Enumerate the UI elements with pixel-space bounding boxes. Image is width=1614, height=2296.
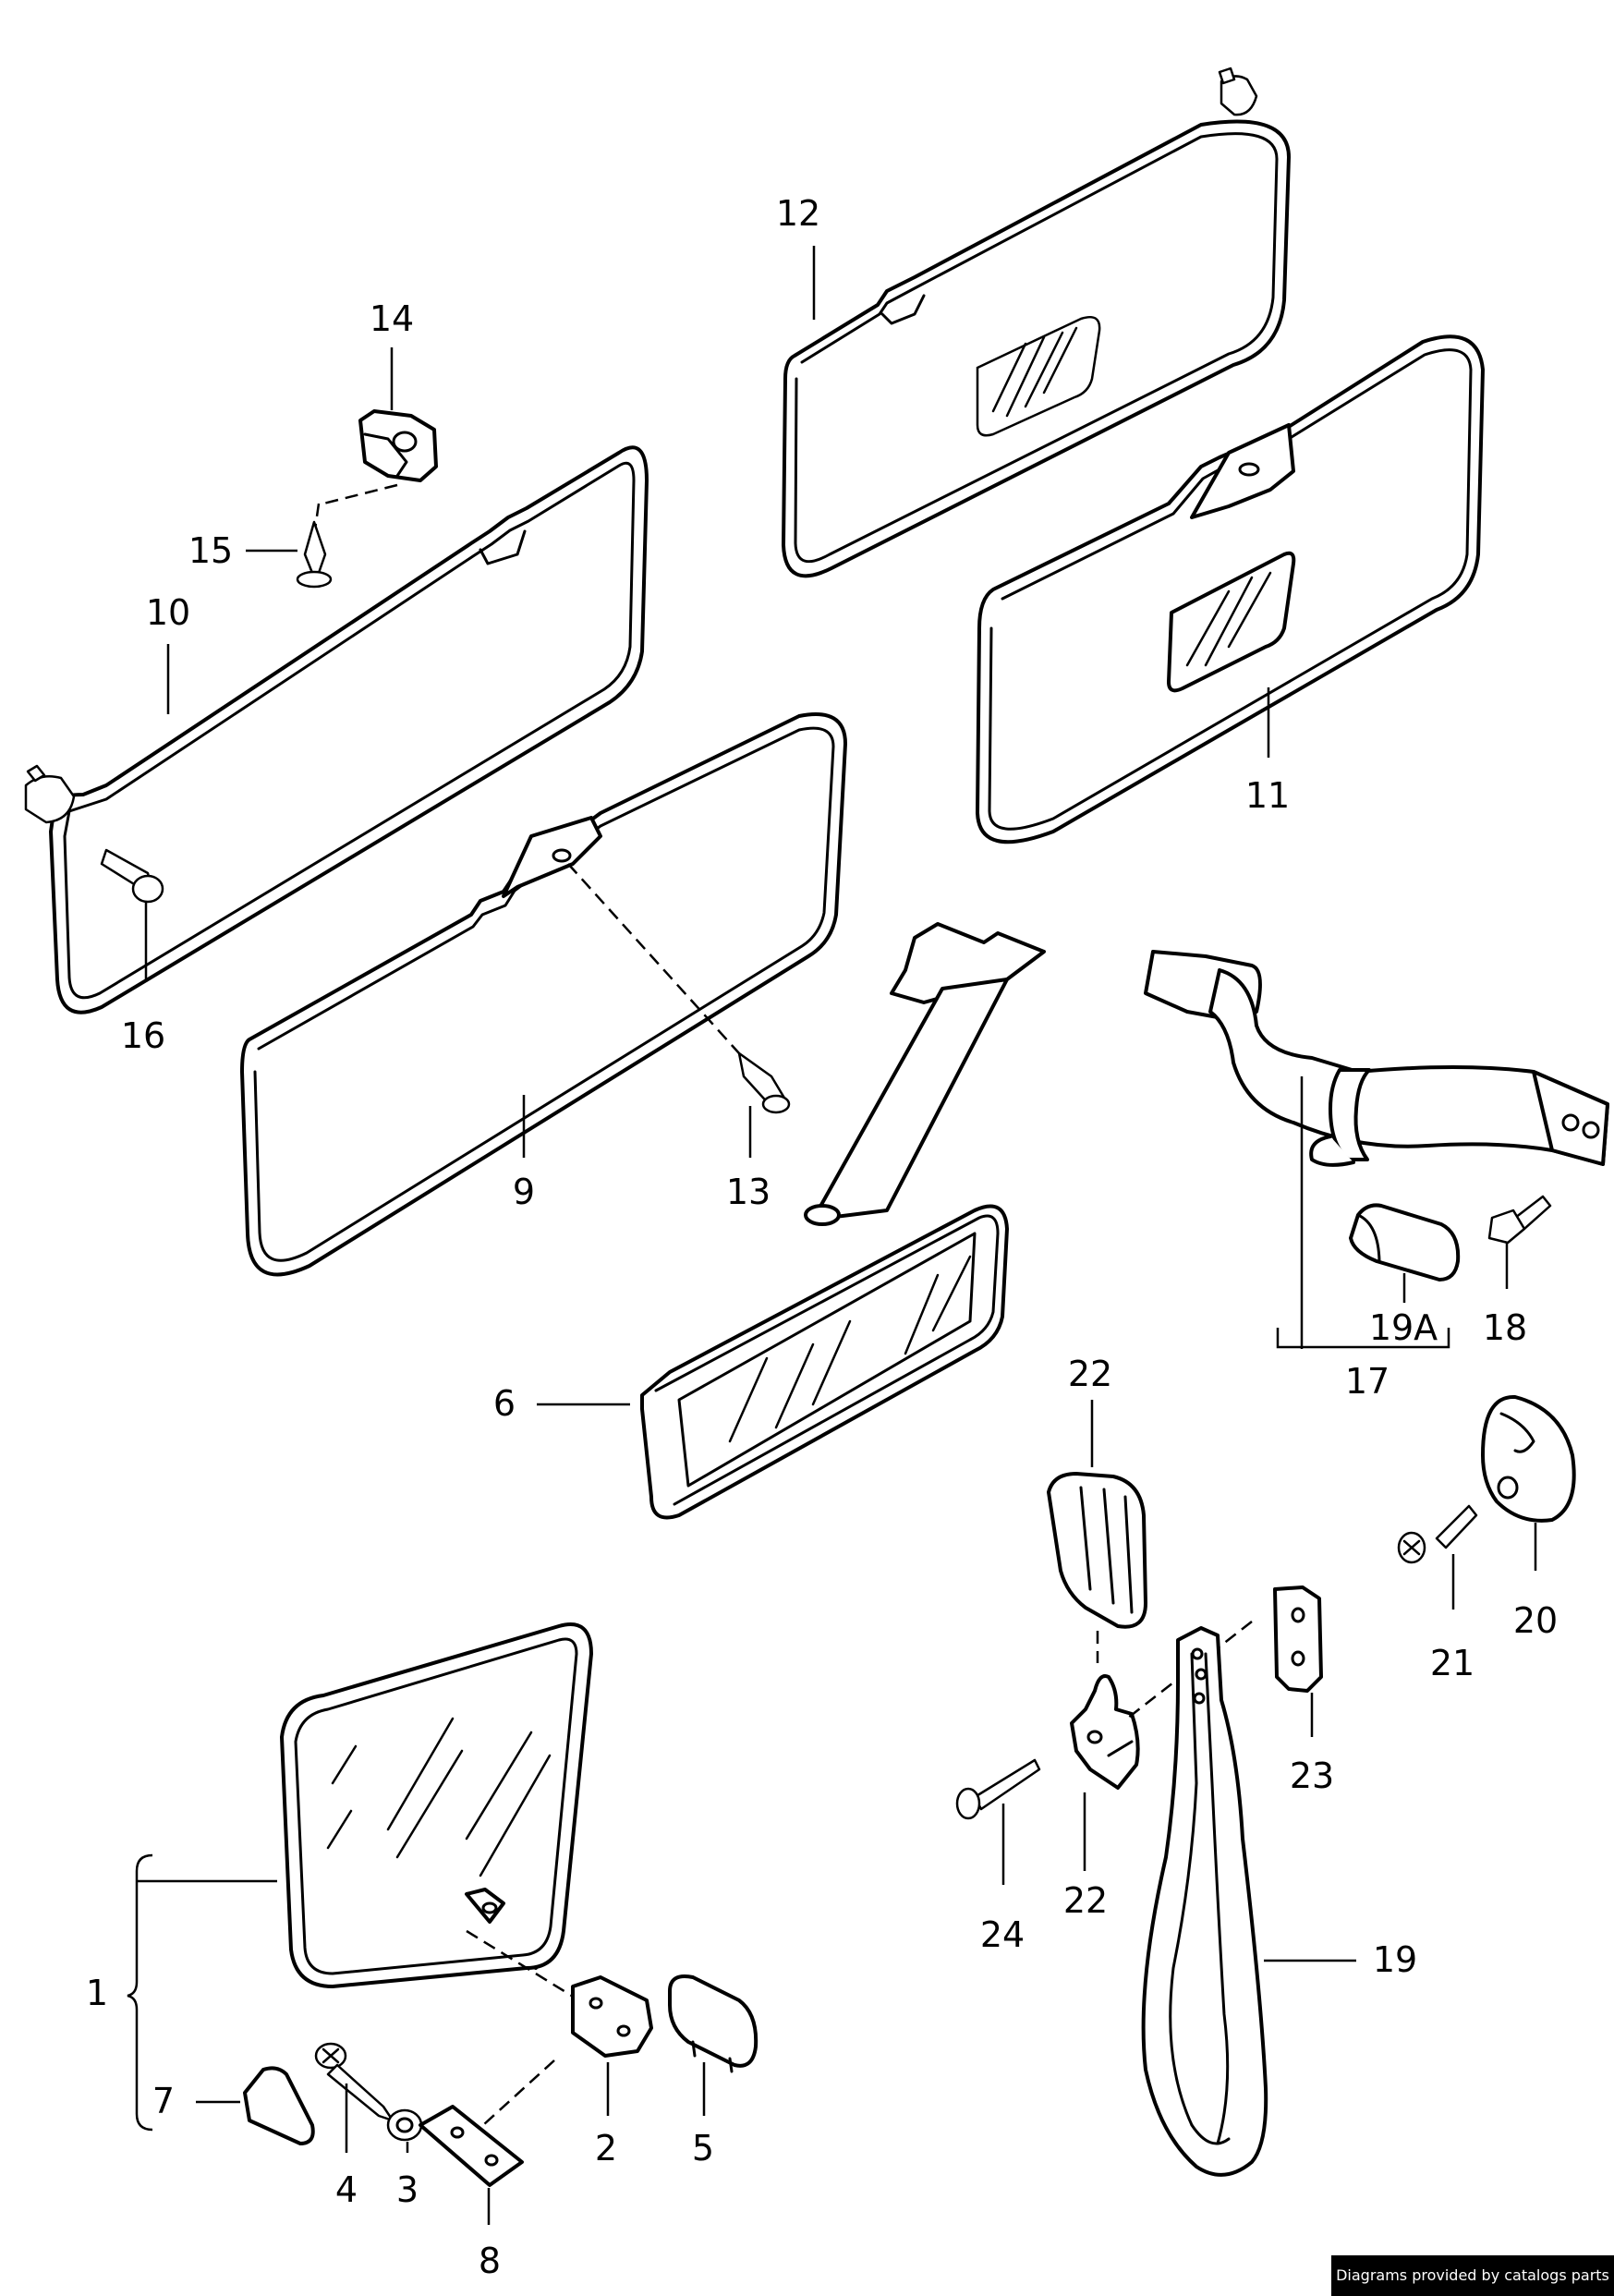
callout-17: 17 [1276, 1076, 1450, 1402]
svg-text:19A: 19A [1369, 1307, 1438, 1348]
callout-25: 24 [980, 1804, 1025, 1955]
screw-18[interactable] [1487, 1195, 1552, 1245]
svg-text:22: 22 [1063, 1880, 1108, 1921]
svg-text:11: 11 [1245, 775, 1290, 816]
svg-text:24: 24 [980, 1914, 1025, 1955]
sun-visor-10[interactable] [24, 445, 649, 1014]
svg-text:23: 23 [1290, 1755, 1334, 1796]
svg-text:2: 2 [595, 2128, 617, 2168]
svg-text:3: 3 [396, 2169, 419, 2210]
sun-visor-9[interactable] [240, 712, 847, 1277]
screw-15[interactable] [296, 483, 398, 589]
screw-13[interactable] [567, 863, 791, 1114]
visor-clip-14[interactable] [358, 409, 438, 482]
svg-text:4: 4 [335, 2169, 358, 2210]
callout-5: 5 [692, 2062, 714, 2168]
svg-text:10: 10 [146, 592, 190, 633]
mirror-assembly-1[interactable] [280, 1622, 593, 1988]
wedge-cover-7[interactable] [243, 2066, 315, 2145]
callout-21: 21 [1430, 1554, 1474, 1683]
svg-text:9: 9 [513, 1172, 535, 1212]
callout-8: 8 [479, 2188, 501, 2281]
plate-2[interactable] [466, 1929, 653, 2058]
callout-14: 14 [370, 298, 414, 410]
screw-4[interactable] [314, 2042, 394, 2122]
callout-11: 11 [1245, 687, 1290, 816]
plate-24[interactable] [1126, 1585, 1323, 1719]
svg-text:12: 12 [776, 193, 820, 234]
callout-15: 15 [188, 530, 297, 571]
nut-3[interactable] [386, 2108, 423, 2142]
svg-text:6: 6 [493, 1383, 516, 1424]
svg-text:1: 1 [86, 1973, 108, 2013]
callout-18: 18 [1483, 1243, 1527, 1348]
callout-2: 2 [595, 2062, 617, 2168]
sun-visor-12[interactable] [782, 67, 1291, 578]
svg-text:20: 20 [1513, 1600, 1558, 1641]
svg-text:5: 5 [692, 2128, 714, 2168]
credit-banner: Diagrams provided by catalogs parts [1331, 2255, 1614, 2296]
bracket-cover-20[interactable] [1481, 1394, 1576, 1523]
svg-text:7: 7 [152, 2081, 175, 2121]
svg-text:19: 19 [1373, 1939, 1417, 1980]
strap-19[interactable] [1141, 1626, 1268, 2177]
callout-22: 21 20 22 [1063, 1792, 1108, 1921]
svg-text:16: 16 [121, 1015, 165, 1056]
cover-5[interactable] [668, 1974, 758, 2073]
callout-1: 1 [86, 1853, 277, 2132]
callout-9: 9 [513, 1095, 535, 1212]
svg-text:22: 22 [1068, 1354, 1112, 1394]
screw-25[interactable] [955, 1758, 1041, 1820]
callout-7: 7 [152, 2081, 240, 2121]
bracket-8[interactable] [419, 2059, 555, 2187]
cap-19A[interactable] [1349, 1203, 1461, 1282]
svg-text:15: 15 [188, 530, 233, 571]
callout-24: 23 [1290, 1693, 1334, 1796]
grab-handle-17[interactable] [1144, 950, 1609, 1167]
cover-23[interactable] [1047, 1472, 1147, 1629]
callout-6: 6 [493, 1383, 630, 1424]
callout-12: 12 [776, 193, 820, 320]
callout-16: 16 [121, 903, 165, 1056]
callout-4: 4 [335, 2083, 358, 2210]
svg-text:18: 18 [1483, 1307, 1527, 1348]
callout-20: 19A 20 [1513, 1523, 1558, 1641]
svg-text:14: 14 [370, 298, 414, 339]
svg-text:8: 8 [479, 2241, 501, 2281]
interior-mirror-6[interactable] [640, 922, 1046, 1520]
callout-10: 10 [146, 592, 190, 714]
callout-19: 19 [1264, 1939, 1417, 1980]
svg-text:21: 21 [1430, 1643, 1474, 1683]
callout-13: 13 [726, 1106, 771, 1212]
callout-23: 22 [1068, 1354, 1112, 1467]
screw-16[interactable] [100, 848, 164, 904]
callout-19A: 19A [1369, 1273, 1438, 1348]
svg-text:17: 17 [1345, 1361, 1389, 1402]
sun-visor-11[interactable] [976, 334, 1485, 844]
bracket-22[interactable] [1070, 1631, 1140, 1790]
svg-text:13: 13 [726, 1172, 771, 1212]
callout-3: 3 [396, 2142, 419, 2210]
screw-21[interactable] [1397, 1504, 1478, 1564]
